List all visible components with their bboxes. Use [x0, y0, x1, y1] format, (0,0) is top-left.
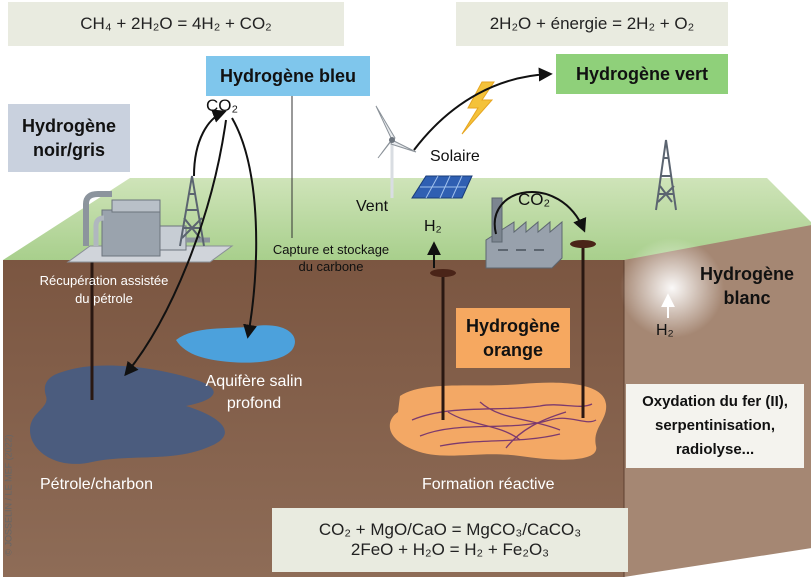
arrow-co2-to-aquifer — [231, 117, 258, 339]
aquifer-line2: profond — [226, 395, 282, 412]
white-hydrogen-process-box: Oxydation du fer (II), serpentinisation,… — [626, 384, 804, 468]
aquifer-line1: Aquifère salin — [205, 373, 303, 390]
orange-hydrogen-line2: orange — [482, 340, 543, 360]
ccs-line1: Capture et stockage — [272, 242, 390, 257]
reactive-formation — [389, 382, 607, 460]
saline-aquifer — [176, 325, 295, 363]
co2-top-label: CO₂ — [206, 96, 239, 115]
green-hydrogen-text: Hydrogène vert — [575, 63, 709, 84]
eor-label: Récupération assistée du pétrole — [16, 270, 192, 310]
equation-electrolysis-text: 2H₂O + énergie = 2H₂ + O₂ — [489, 14, 695, 33]
white-hydrogen-cloud — [620, 238, 724, 338]
ccs-line2: du carbone — [298, 259, 364, 274]
oxidation-line3: radiolyse... — [675, 441, 755, 458]
wind-label: Vent — [356, 198, 389, 215]
arrow-co2-to-oil — [124, 119, 227, 377]
white-hydrogen-line2: blanc — [723, 288, 771, 308]
well-cap-right — [570, 240, 596, 248]
white-hydrogen-line1: Hydrogène — [699, 264, 795, 284]
oxidation-line1: Oxydation du fer (II), — [642, 393, 788, 410]
eor-line2: du pétrole — [75, 291, 133, 306]
blue-hydrogen-text: Hydrogène bleu — [219, 65, 357, 86]
co2-factory-label: CO₂ — [518, 190, 551, 209]
oxidation-line2: serpentinisation, — [654, 417, 776, 434]
equation-smr: CH₄ + 2H₂O = 4H₂ + CO₂ — [8, 2, 344, 46]
equation-smr-text: CH₄ + 2H₂O = 4H₂ + CO₂ — [80, 14, 272, 33]
arrow-plant-to-co2 — [193, 109, 227, 177]
black-hydrogen-line2: noir/gris — [32, 140, 105, 160]
blue-hydrogen-label: Hydrogène bleu — [206, 56, 370, 96]
credit-text: © JOSSELIN / LE MEF (2022) — [3, 434, 14, 556]
equation-mineral-text: CO₂ + MgO/CaO = MgCO₃/CaCO₃ — [318, 520, 582, 539]
drilling-derrick-left — [179, 175, 205, 247]
white-hydrogen-label: Hydrogène blanc — [690, 258, 804, 314]
green-hydrogen-label: Hydrogène vert — [556, 54, 728, 94]
arrow-factory-co2 — [493, 191, 587, 235]
factory — [485, 197, 563, 269]
equation-electrolysis: 2H₂O + énergie = 2H₂ + O₂ — [456, 2, 728, 46]
oil-label: Pétrole/charbon — [40, 476, 153, 493]
drilling-derrick-right — [655, 139, 677, 211]
equation-mineralization: CO₂ + MgO/CaO = MgCO₃/CaCO₃ 2FeO + H₂O =… — [272, 508, 628, 572]
formation-label: Formation réactive — [422, 476, 555, 493]
aquifer-label: Aquifère salin profond — [184, 370, 324, 416]
orange-hydrogen-label: Hydrogène orange — [456, 308, 570, 368]
ccs-label: Capture et stockage du carbone — [264, 240, 398, 276]
oil-reservoir — [30, 365, 225, 464]
orange-hydrogen-line1: Hydrogène — [465, 316, 561, 336]
well-cap-left — [430, 269, 456, 277]
solar-panel — [411, 175, 473, 199]
wind-turbine — [375, 105, 417, 198]
equation-fe-text: 2FeO + H₂O = H₂ + Fe₂O₃ — [350, 540, 550, 559]
solar-label: Solaire — [430, 148, 480, 165]
h2-orange-label: H₂ — [424, 218, 442, 235]
black-hydrogen-line1: Hydrogène — [21, 116, 117, 136]
lightning-bolt-icon — [461, 81, 495, 135]
h2-white-label: H₂ — [656, 322, 674, 339]
arrow-energy-to-green — [413, 67, 553, 151]
black-hydrogen-label: Hydrogène noir/gris — [8, 104, 130, 172]
eor-line1: Récupération assistée — [39, 273, 169, 288]
